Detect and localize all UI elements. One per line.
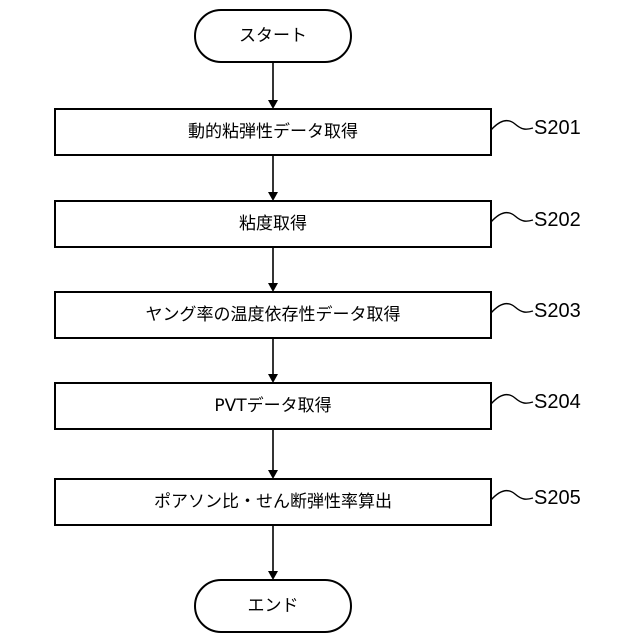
arrowhead-end <box>268 571 278 580</box>
end-terminal: エンド <box>195 580 351 632</box>
process-text-3: ヤング率の温度依存性データ取得 <box>146 304 401 325</box>
step-leader-1 <box>491 121 533 130</box>
step-id-5: S205 <box>534 487 581 509</box>
step-id-2: S202 <box>534 209 581 231</box>
step-leader-2 <box>491 213 533 222</box>
process-text-2: 粘度取得 <box>239 214 307 234</box>
process-text-5: ポアソン比・せん断弾性率算出 <box>154 492 392 512</box>
arrowhead-step2 <box>268 192 278 201</box>
process-step-5: ポアソン比・せん断弾性率算出 S205 <box>55 479 581 525</box>
start-terminal: スタート <box>195 10 351 62</box>
step-leader-5 <box>491 491 533 500</box>
process-step-3: ヤング率の温度依存性データ取得 S203 <box>55 292 581 338</box>
step-leader-3 <box>491 304 533 313</box>
step-id-1: S201 <box>534 117 581 139</box>
arrowhead-step5 <box>268 470 278 479</box>
arrowhead-step1 <box>268 100 278 109</box>
arrowhead-step4 <box>268 374 278 383</box>
step-leader-4 <box>491 395 533 404</box>
start-label: スタート <box>239 26 307 46</box>
end-label: エンド <box>248 596 299 616</box>
process-step-4: PVTデータ取得 S204 <box>55 383 581 429</box>
step-id-3: S203 <box>534 300 581 322</box>
step-id-4: S204 <box>534 391 581 413</box>
process-step-2: 粘度取得 S202 <box>55 201 581 247</box>
arrowhead-step3 <box>268 283 278 292</box>
process-step-1: 動的粘弾性データ取得 S201 <box>55 109 581 155</box>
process-text-4: PVTデータ取得 <box>214 395 331 416</box>
process-text-1: 動的粘弾性データ取得 <box>188 121 358 142</box>
